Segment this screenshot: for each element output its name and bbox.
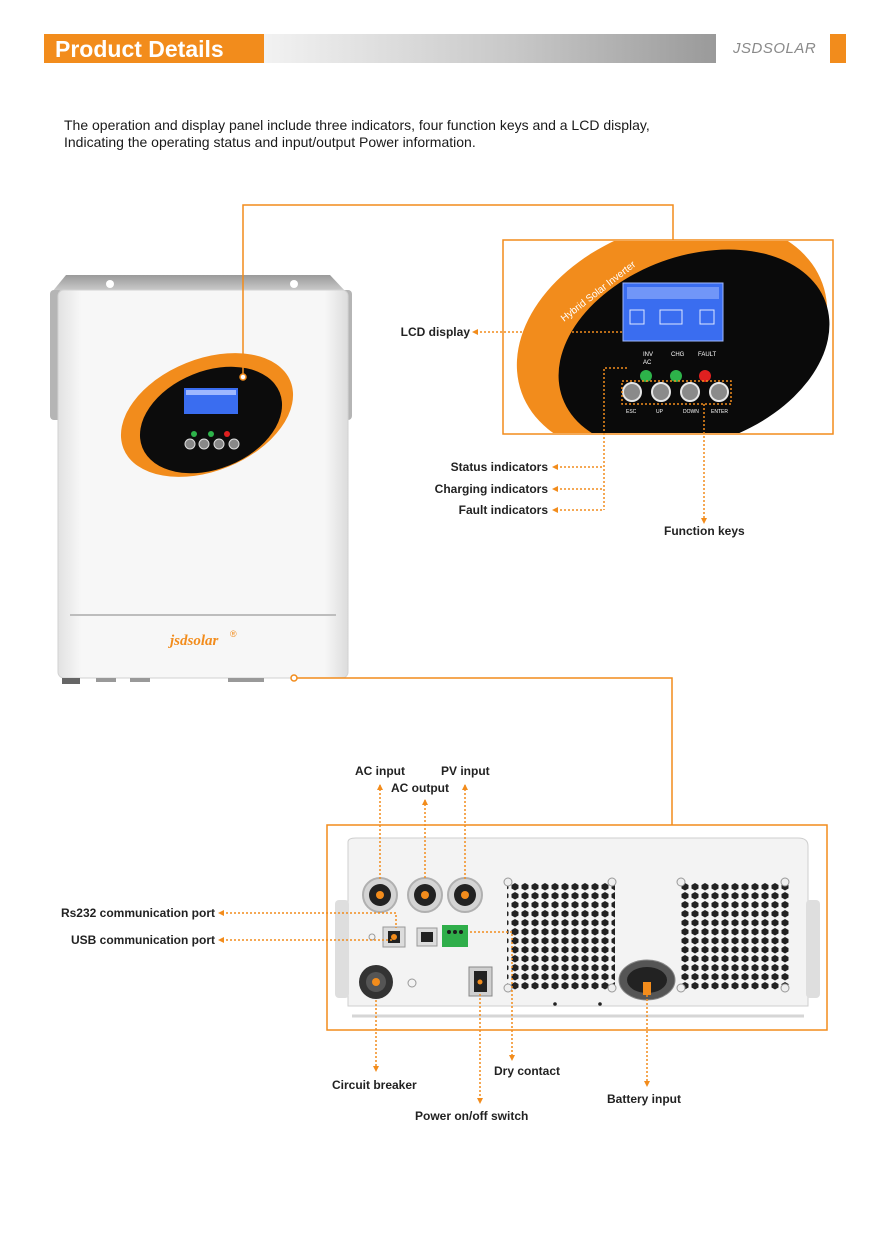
intro-line-2: Indicating the operating status and inpu…	[64, 134, 476, 150]
key-label-esc: ESC	[626, 409, 637, 415]
cable-glands	[362, 877, 483, 913]
bottom-callout-arrowheads	[218, 784, 650, 1104]
label-power-switch: Power on/off switch	[415, 1109, 529, 1123]
header-accent-tab	[830, 34, 846, 63]
label-fault-indicators: Fault indicators	[458, 503, 548, 517]
label-lcd-display: LCD display	[400, 325, 470, 339]
front-callout-lines	[476, 331, 732, 520]
key-label-up: UP	[656, 409, 664, 415]
inverter-front-view	[50, 275, 352, 684]
label-battery-input: Battery input	[607, 1092, 682, 1106]
bottom-panel-zoom	[326, 824, 828, 1031]
indicator-label-chg: CHG	[671, 352, 685, 358]
label-rs232-port: Rs232 communication port	[60, 906, 215, 920]
indicator-label-ac: AC	[643, 360, 652, 366]
control-panel-zoom	[502, 239, 834, 435]
key-label-enter: ENTER	[711, 409, 728, 415]
label-dry-contact: Dry contact	[494, 1064, 561, 1078]
label-circuit-breaker: Circuit breaker	[332, 1078, 417, 1092]
header-brand: JSDSOLAR	[733, 40, 817, 57]
key-label-down: DOWN	[683, 409, 699, 415]
label-pv-input: PV input	[441, 764, 490, 778]
label-function-keys: Function keys	[664, 524, 745, 538]
label-ac-input: AC input	[355, 764, 405, 778]
jsdsolar-logo: jsdsolar	[168, 633, 219, 649]
bottom-callout-lines	[222, 785, 648, 1100]
label-ac-output: AC output	[391, 781, 449, 795]
intro-paragraph: The operation and display panel include …	[64, 117, 824, 151]
leader-line-bottom	[296, 677, 673, 825]
label-status-indicators: Status indicators	[450, 460, 548, 474]
section-title: Product Details	[55, 36, 224, 62]
section-title-bar: Product Details	[44, 34, 264, 63]
logo-registered-mark: ®	[230, 629, 237, 639]
front-callout-arrowheads	[472, 329, 707, 524]
label-usb-port: USB communication port	[70, 933, 215, 947]
header-gradient-bar	[264, 34, 716, 63]
indicator-label-fault: FAULT	[698, 352, 717, 358]
label-charging-indicators: Charging indicators	[434, 482, 548, 496]
leader-line-panel	[242, 204, 674, 375]
indicator-label-inv: INV	[643, 352, 653, 358]
intro-line-1: The operation and display panel include …	[64, 117, 650, 133]
